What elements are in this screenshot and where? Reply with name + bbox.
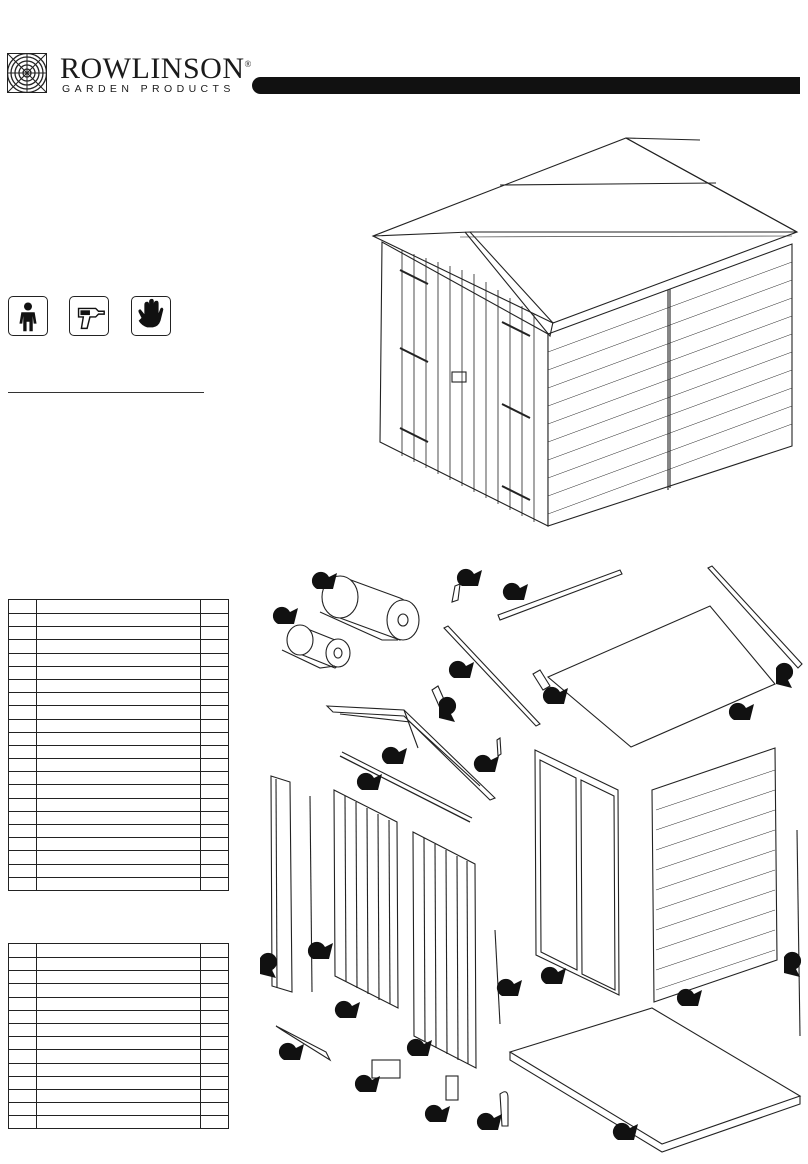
table-row <box>8 837 229 852</box>
table-row <box>8 692 229 707</box>
bolt-part <box>445 1075 459 1101</box>
turn-button-part <box>499 1091 509 1127</box>
felt-rolls-illustration <box>281 575 420 669</box>
fittings-list-table <box>8 943 229 1130</box>
gable-frame-illustration <box>325 705 502 823</box>
side-wall-panels-illustration <box>534 747 801 1037</box>
table-row <box>8 1049 229 1064</box>
brand-name: ROWLINSON® <box>60 52 252 85</box>
separator-rule <box>8 392 204 393</box>
table-row <box>8 678 229 694</box>
drill-icon <box>69 296 109 336</box>
hinge-part <box>275 1025 332 1062</box>
door-panels-illustration <box>270 775 501 1069</box>
table-cell <box>200 1115 229 1130</box>
table-row <box>8 876 229 891</box>
assembled-shed-illustration <box>371 137 799 527</box>
roof-panel-part <box>546 605 776 748</box>
table-row <box>8 850 229 865</box>
floor-panel-illustration <box>508 1007 802 1153</box>
table-row <box>8 823 229 839</box>
table-row <box>8 626 229 641</box>
barge-board-part <box>707 565 803 669</box>
glove-icon <box>131 296 171 336</box>
table-row <box>8 1115 229 1130</box>
ridge-batten-part <box>497 569 623 621</box>
corner-block-part <box>532 669 551 691</box>
table-cell <box>200 876 229 891</box>
small-block-part <box>451 583 461 603</box>
table-row <box>8 1062 229 1077</box>
table-row <box>8 956 229 972</box>
table-row <box>8 639 229 654</box>
roof-batten-part <box>443 625 541 727</box>
header-bar <box>252 77 800 94</box>
table-row <box>8 1036 229 1051</box>
brand-tagline: GARDEN PRODUCTS <box>62 83 235 95</box>
parts-list-table <box>8 599 229 891</box>
rowlinson-logo-icon <box>7 53 47 93</box>
lock-part <box>371 1059 401 1079</box>
person-icon <box>8 296 48 336</box>
table-row <box>8 996 229 1011</box>
table-row <box>8 705 229 720</box>
table-row <box>8 1102 229 1117</box>
